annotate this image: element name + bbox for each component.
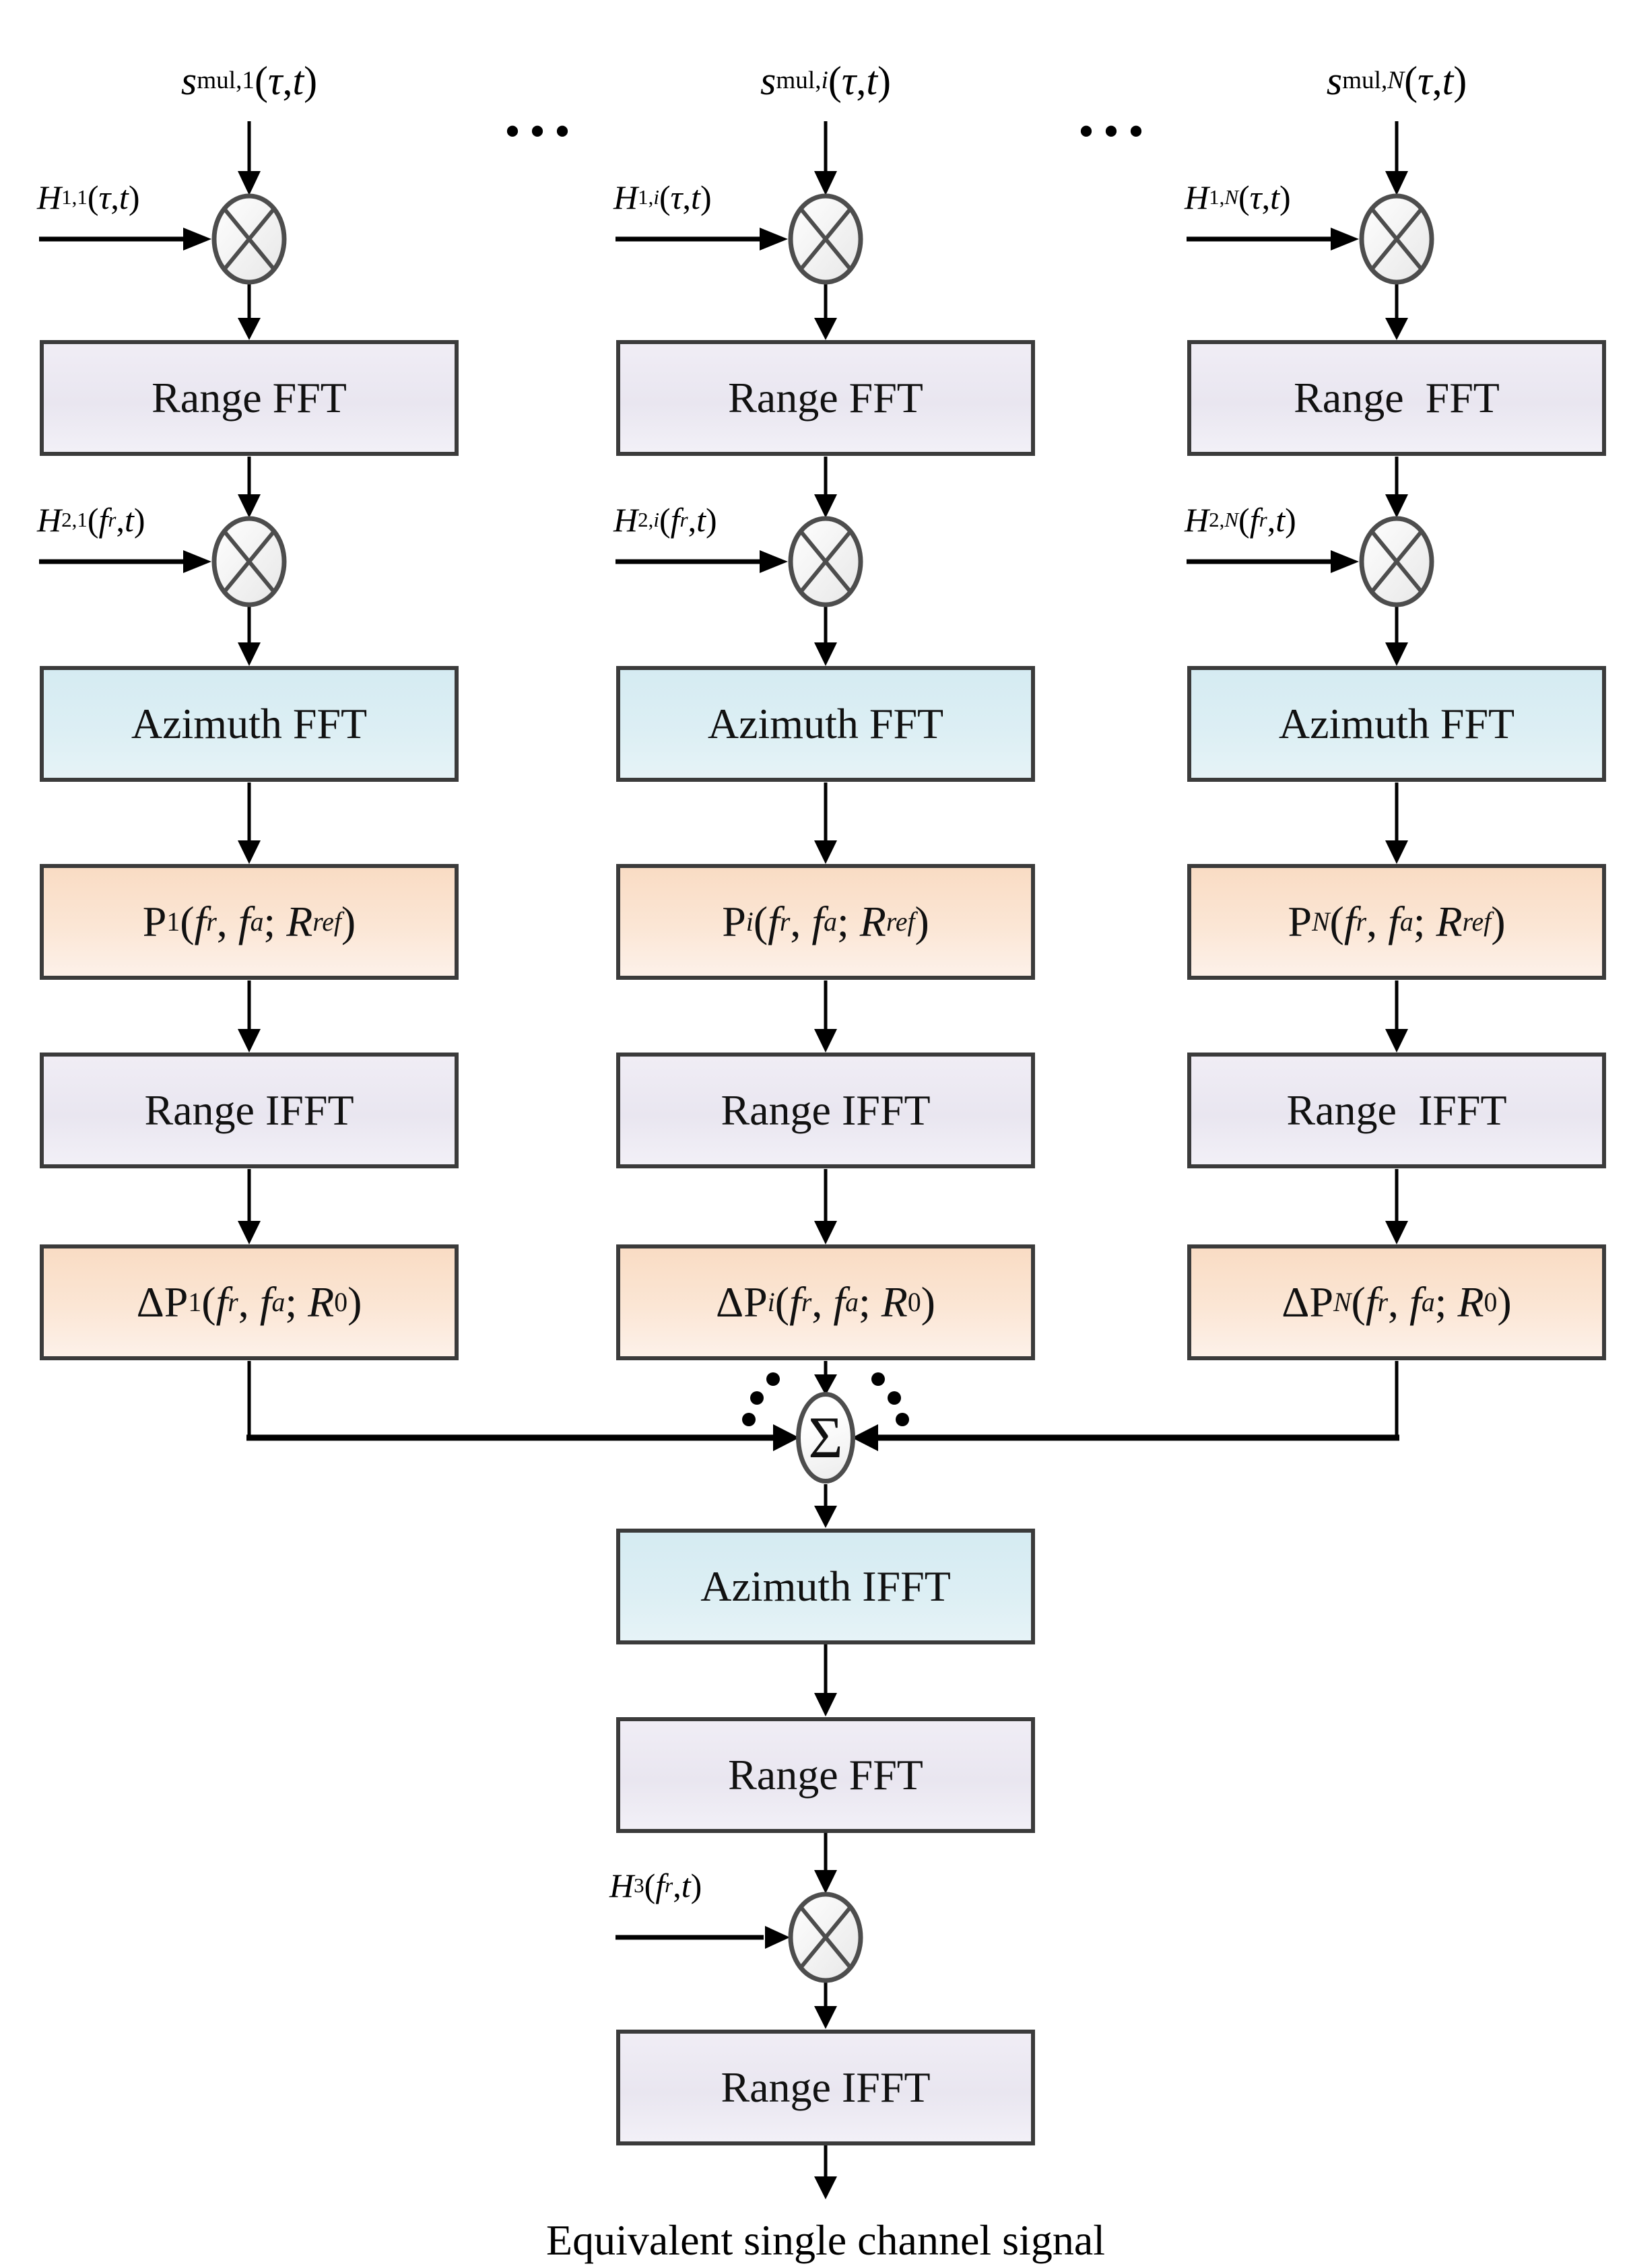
bottom-chain-connectors [615, 1484, 837, 2199]
arrowhead [1331, 228, 1359, 251]
arrowhead [814, 1029, 837, 1053]
column-2-connectors [615, 121, 837, 1395]
arrowhead [814, 840, 837, 864]
box-range-ifft-final: Range IFFT [616, 2030, 1035, 2145]
arrowhead [814, 171, 837, 195]
output-label: Equivalent single channel signal [546, 2216, 1105, 2264]
arrowhead [814, 642, 837, 666]
arrowhead [814, 1870, 837, 1894]
arrowhead [814, 2006, 837, 2029]
arrowhead [765, 1926, 790, 1949]
arrowhead [814, 1374, 837, 1395]
box-azimuth-fft-1: Azimuth FFT [40, 666, 459, 782]
multiplier-icon [788, 1892, 863, 1983]
column-3-connectors [852, 121, 1408, 1451]
arrowhead [1385, 1221, 1408, 1244]
arrowhead [1385, 494, 1408, 518]
column-1-connectors [39, 121, 799, 1451]
box-range-fft-final: Range FFT [616, 1717, 1035, 1833]
arrowhead [814, 494, 837, 518]
arrowhead [1385, 318, 1408, 340]
arrowhead [1331, 550, 1359, 573]
multiplier-icon [1359, 516, 1434, 607]
multiplier-icon [1359, 193, 1434, 285]
box-range-ifft-i: Range IFFT [616, 1053, 1035, 1168]
arrowhead [238, 840, 261, 864]
arrowhead [238, 642, 261, 666]
box-range-fft-i: Range FFT [616, 340, 1035, 456]
multiplier-icon [211, 193, 287, 285]
box-range-ifft-n: Range IFFT [1187, 1053, 1606, 1168]
arrowhead [760, 550, 788, 573]
arrowhead [1385, 642, 1408, 666]
box-range-fft-n: Range FFT [1187, 340, 1606, 456]
ellipsis-dots: ••• [505, 108, 580, 154]
sum-symbol: Σ [808, 1405, 843, 1471]
box-azimuth-fft-i: Azimuth FFT [616, 666, 1035, 782]
arrowhead [183, 228, 211, 251]
arrowhead [1385, 840, 1408, 864]
box-range-ifft-1: Range IFFT [40, 1053, 459, 1168]
arrowhead [773, 1424, 799, 1451]
multiplier-nodes [211, 193, 1434, 1983]
arrowhead [1385, 1029, 1408, 1053]
box-azimuth-fft-n: Azimuth FFT [1187, 666, 1606, 782]
box-range-fft-1: Range FFT [40, 340, 459, 456]
arrowhead [238, 1221, 261, 1244]
arrowhead [814, 1693, 837, 1716]
sum-node: Σ [796, 1392, 855, 1483]
arrowhead [183, 550, 211, 573]
arrowhead [814, 1506, 837, 1528]
multiplier-icon [788, 193, 863, 285]
arrowhead [238, 1029, 261, 1053]
box-azimuth-ifft: Azimuth IFFT [616, 1529, 1035, 1644]
arrowhead [238, 171, 261, 195]
arrowhead [852, 1424, 878, 1451]
arrowhead [760, 228, 788, 251]
arrowhead [814, 2176, 837, 2199]
arrowhead [814, 1221, 837, 1244]
sum-ellipsis-dots [742, 1372, 909, 1426]
arrowhead [238, 494, 261, 518]
ellipsis-dots: ••• [1079, 108, 1154, 154]
multiplier-icon [211, 516, 287, 607]
arrowhead [814, 318, 837, 340]
arrowhead [238, 318, 261, 340]
multiplier-icon [788, 516, 863, 607]
arrowhead [1385, 171, 1408, 195]
